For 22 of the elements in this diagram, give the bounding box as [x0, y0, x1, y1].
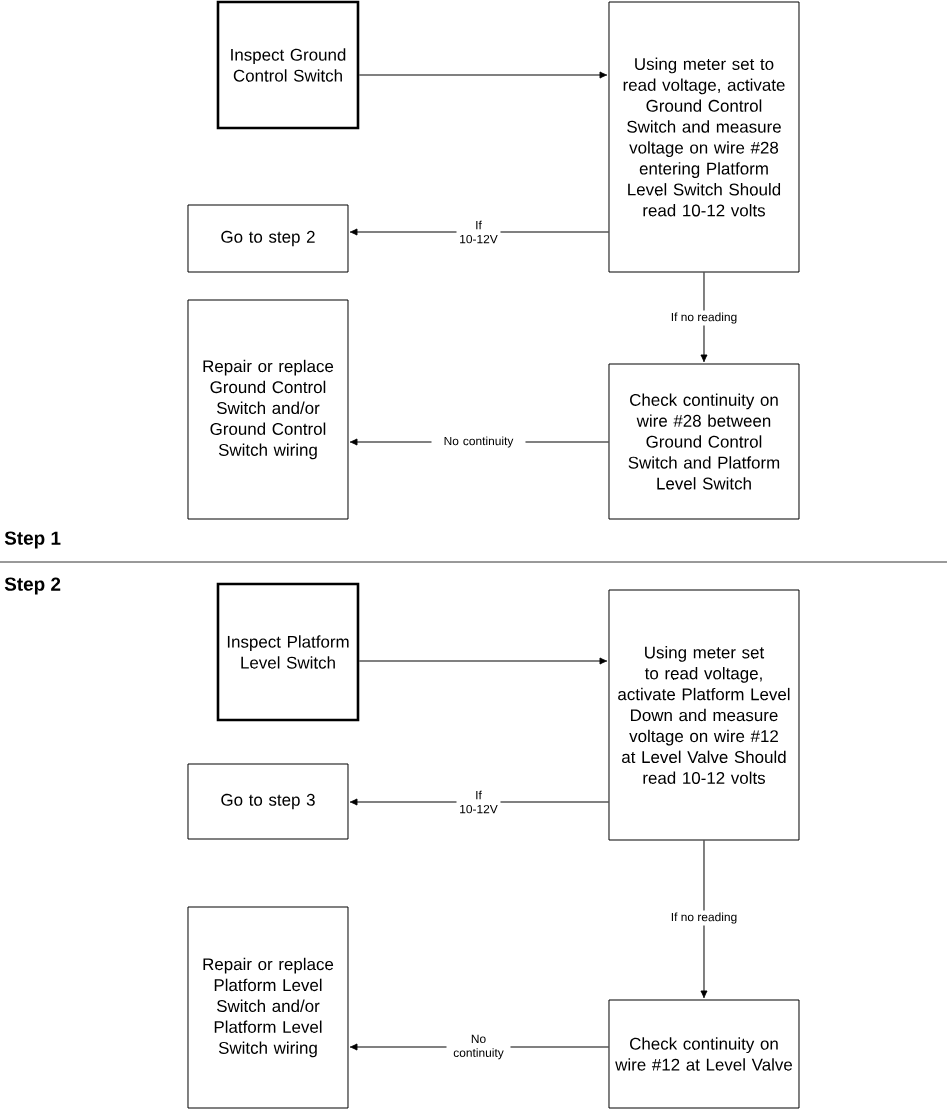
edge-label: If no reading: [668, 910, 740, 926]
process-box: Repair or replace Platform Level Switch and/or Platform Level Switch wiring: [187, 906, 349, 1109]
arrow: [358, 71, 608, 79]
process-box: Using meter set to read voltage, activate Platform Level Down and measure voltage on wire #12 at Level Valve Should read 10-12 volts: [608, 589, 800, 841]
arrow: [700, 272, 708, 363]
process-box: Go to step 2: [187, 204, 349, 273]
process-box: Go to step 3: [187, 763, 349, 840]
edge-label: If 10-12V: [456, 218, 501, 246]
process-box: Using meter set to read voltage, activate Ground Control Switch and measure voltage on wire #28 entering Platform Level Switch Should read 10-12 volts: [608, 1, 800, 273]
process-box: Check continuity on wire #28 between Ground Control Switch and Platform Level Switch: [608, 363, 800, 520]
arrow: [700, 840, 708, 999]
process-box: Repair or replace Ground Control Switch and/or Ground Control Switch wiring: [187, 299, 349, 520]
step-heading: Step 2: [4, 577, 61, 595]
process-box: Inspect Ground Control Switch: [216, 0, 360, 130]
edge-label: If 10-12V: [456, 788, 501, 816]
edge-label: If no reading: [668, 310, 740, 326]
edge-label: No continuity: [431, 434, 526, 450]
step-heading: Step 1: [4, 531, 61, 549]
process-box: Inspect Platform Level Switch: [216, 582, 360, 722]
process-box: Check continuity on wire #12 at Level Valve: [608, 999, 800, 1109]
arrow: [358, 657, 608, 665]
edge-label: No continuity: [446, 1032, 511, 1062]
